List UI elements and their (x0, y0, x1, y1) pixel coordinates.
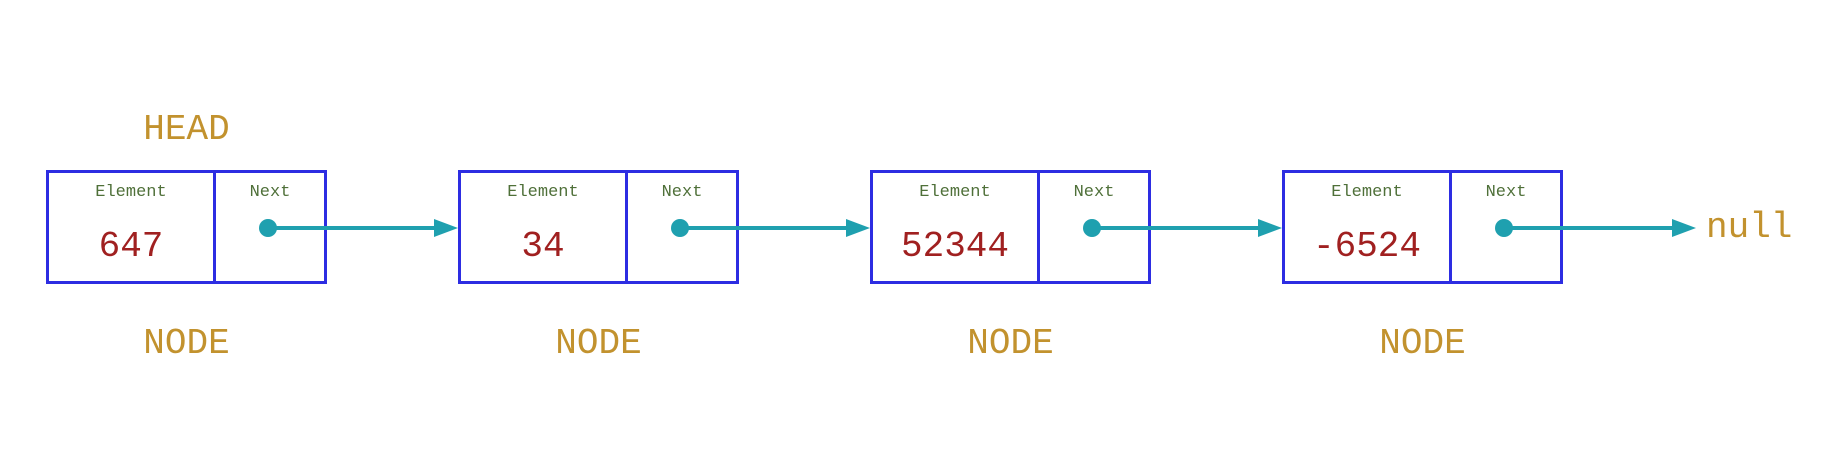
arrowhead-icon (1672, 219, 1696, 237)
element-cell: Element 52344 (873, 173, 1037, 281)
head-label: HEAD (143, 109, 230, 150)
element-cell: Element 647 (49, 173, 213, 281)
next-label: Next (1073, 183, 1115, 202)
next-cell: Next (1037, 173, 1148, 281)
element-value: -6524 (1312, 226, 1422, 267)
arrowhead-icon (1258, 219, 1282, 237)
arrowhead-icon (434, 219, 458, 237)
next-label: Next (1485, 183, 1527, 202)
next-cell: Next (1449, 173, 1560, 281)
element-cell: Element 34 (461, 173, 625, 281)
element-cell: Element -6524 (1285, 173, 1449, 281)
node-caption-2: NODE (555, 323, 642, 364)
next-cell: Next (625, 173, 736, 281)
element-label: Element (507, 183, 579, 202)
node-box-1: Element 647 Next (46, 170, 327, 284)
element-label: Element (919, 183, 991, 202)
node-box-4: Element -6524 Next (1282, 170, 1563, 284)
node-caption-3: NODE (967, 323, 1054, 364)
node-caption-4: NODE (1379, 323, 1466, 364)
node-box-2: Element 34 Next (458, 170, 739, 284)
arrowhead-icon (846, 219, 870, 237)
element-value: 34 (521, 226, 565, 267)
element-value: 647 (98, 226, 164, 267)
null-label: null (1706, 207, 1793, 248)
element-value: 52344 (900, 226, 1010, 267)
next-label: Next (249, 183, 291, 202)
next-label: Next (661, 183, 703, 202)
element-label: Element (1331, 183, 1403, 202)
node-caption-1: NODE (143, 323, 230, 364)
node-box-3: Element 52344 Next (870, 170, 1151, 284)
next-cell: Next (213, 173, 324, 281)
element-label: Element (95, 183, 167, 202)
